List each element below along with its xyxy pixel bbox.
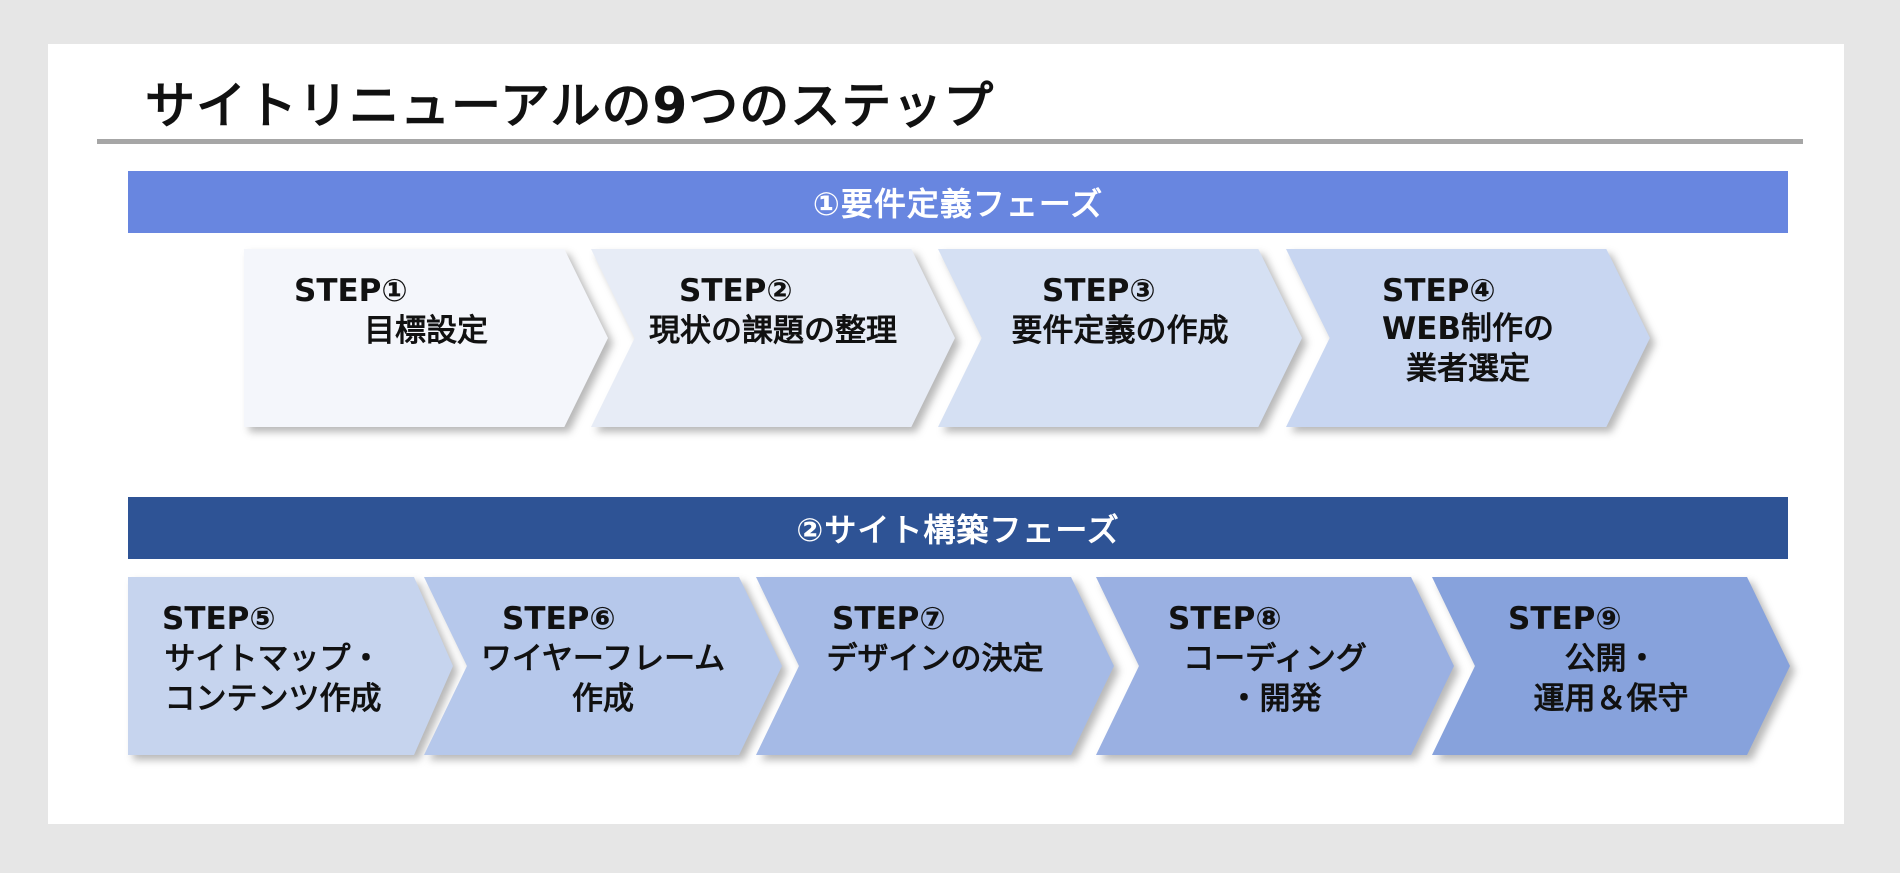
step-6-number: STEP⑥ <box>502 601 616 637</box>
step-7-number: STEP⑦ <box>832 601 946 637</box>
step-9-number: STEP⑨ <box>1508 601 1622 637</box>
step-5-chevron: STEP⑤ サイトマップ・ コンテンツ作成 <box>128 577 453 755</box>
step-8-chevron: STEP⑧ コーディング ・開発 <box>1096 577 1454 755</box>
step-8-number: STEP⑧ <box>1168 601 1282 637</box>
step-6-label: ワイヤーフレーム 作成 <box>480 641 726 717</box>
step-1-label: 目標設定 <box>364 313 488 349</box>
step-6-chevron: STEP⑥ ワイヤーフレーム 作成 <box>424 577 782 755</box>
step-9-label: 公開・ 運用＆保守 <box>1533 641 1689 717</box>
phase-banner-requirements: ①要件定義フェーズ <box>128 171 1788 233</box>
page-title: サイトリニューアルの9つのステップ <box>145 77 995 135</box>
step-4-chevron: STEP④ WEB制作の 業者選定 <box>1286 249 1650 427</box>
phase-banner-site-build: ②サイト構築フェーズ <box>128 497 1788 559</box>
step-4-label: WEB制作の 業者選定 <box>1382 311 1554 387</box>
step-2-chevron: STEP② 現状の課題の整理 <box>591 249 955 427</box>
title-divider <box>97 139 1803 144</box>
step-8-label: コーディング ・開発 <box>1183 641 1367 717</box>
step-1-number: STEP① <box>294 273 408 309</box>
step-3-label: 要件定義の作成 <box>1011 313 1229 349</box>
step-3-number: STEP③ <box>1042 273 1156 309</box>
step-7-label: デザインの決定 <box>826 641 1044 677</box>
step-4-number: STEP④ <box>1382 273 1496 309</box>
diagram-card: サイトリニューアルの9つのステップ ①要件定義フェーズ STEP① 目標設定 S… <box>48 44 1844 824</box>
step-1-chevron: STEP① 目標設定 <box>244 249 608 427</box>
step-2-label: 現状の課題の整理 <box>649 313 897 349</box>
step-3-chevron: STEP③ 要件定義の作成 <box>938 249 1302 427</box>
step-2-number: STEP② <box>679 273 793 309</box>
step-7-chevron: STEP⑦ デザインの決定 <box>756 577 1114 755</box>
step-5-number: STEP⑤ <box>162 601 276 637</box>
step-9-chevron: STEP⑨ 公開・ 運用＆保守 <box>1432 577 1790 755</box>
step-5-label: サイトマップ・ コンテンツ作成 <box>164 641 382 717</box>
